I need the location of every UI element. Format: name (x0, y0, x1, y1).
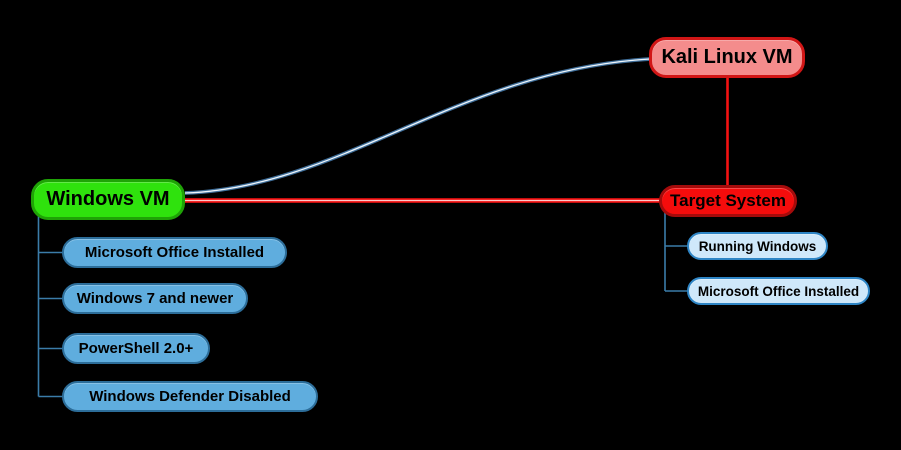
tree-connector-windows-children (37, 214, 64, 398)
node-microsoft-office-installed-target[interactable]: Microsoft Office Installed (687, 277, 870, 305)
relationship-line-windows-kali (184, 57, 651, 195)
tree-connector-target-children (664, 212, 689, 292)
node-windows-7-and-newer[interactable]: Windows 7 and newer (62, 283, 248, 314)
node-windows-defender-disabled[interactable]: Windows Defender Disabled (62, 381, 318, 412)
node-windows-vm[interactable]: Windows VM (31, 179, 185, 220)
node-microsoft-office-installed[interactable]: Microsoft Office Installed (62, 237, 287, 268)
node-target-system[interactable]: Target System (659, 185, 797, 217)
node-running-windows[interactable]: Running Windows (687, 232, 828, 260)
node-powershell-2-0-plus[interactable]: PowerShell 2.0+ (62, 333, 210, 364)
node-kali-linux-vm[interactable]: Kali Linux VM (649, 37, 805, 78)
